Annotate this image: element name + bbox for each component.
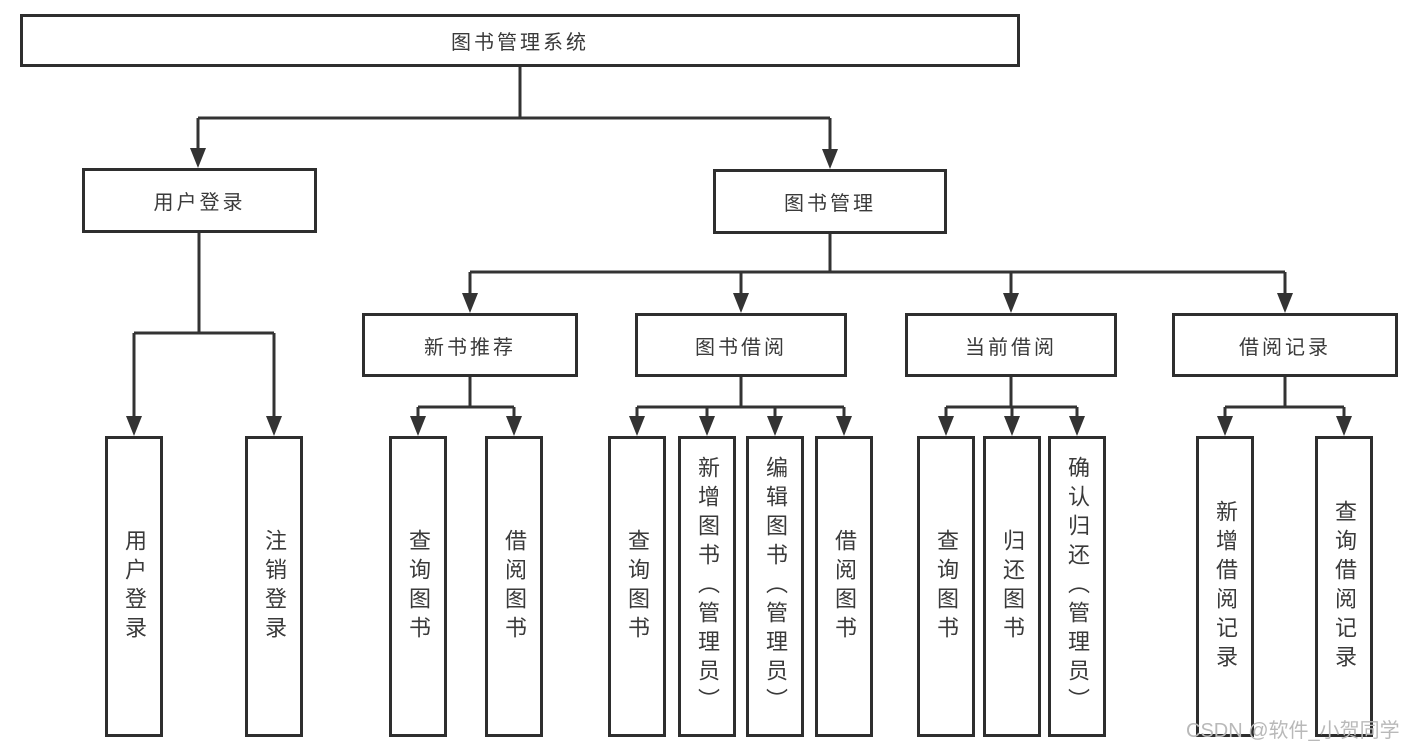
connector-user-login	[132, 233, 276, 418]
arrowhead	[410, 416, 426, 436]
leaf-borrow-books-recommend: 借阅图书	[485, 436, 543, 737]
leaf-logout: 注销登录	[245, 436, 303, 737]
leaf-user-login: 用户登录	[105, 436, 163, 737]
leaf-label: 查询图书	[406, 528, 431, 645]
leaf-label: 查询图书	[625, 528, 650, 645]
leaf-query-books-current: 查询图书	[917, 436, 975, 737]
node-book-management: 图书管理	[713, 169, 947, 234]
connector-current-borrow	[944, 377, 1079, 418]
leaf-query-borrow-record: 查询借阅记录	[1315, 436, 1373, 737]
arrowhead	[1069, 416, 1085, 436]
leaf-label: 查询图书	[934, 528, 959, 645]
leaf-borrow-books: 借阅图书	[815, 436, 873, 737]
leaf-add-borrow-record: 新增借阅记录	[1196, 436, 1254, 737]
leaf-confirm-return-admin: 确认归还（管理员）	[1048, 436, 1106, 737]
arrowhead	[1217, 416, 1233, 436]
csdn-watermark: CSDN @软件_小贺同学	[1186, 720, 1400, 742]
leaf-label: 查询借阅记录	[1332, 499, 1357, 674]
leaf-add-books-admin: 新增图书（管理员）	[678, 436, 736, 737]
connector-book-borrow	[635, 377, 846, 418]
leaf-label: 编辑图书（管理员）	[763, 456, 788, 717]
connector-book-mgmt	[468, 234, 1287, 295]
arrowhead	[1277, 293, 1293, 313]
arrowhead	[822, 149, 838, 169]
node-user-login: 用户登录	[82, 168, 317, 233]
node-system-root: 图书管理系统	[20, 14, 1020, 67]
arrowhead	[629, 416, 645, 436]
arrowhead	[767, 416, 783, 436]
arrowhead	[266, 416, 282, 436]
leaf-label: 新增图书（管理员）	[695, 456, 720, 717]
leaf-query-books-recommend: 查询图书	[389, 436, 447, 737]
arrowhead	[462, 293, 478, 313]
arrowhead	[126, 416, 142, 436]
connector-borrow-record	[1223, 377, 1346, 418]
arrowhead	[836, 416, 852, 436]
connector-new-book	[416, 377, 516, 418]
arrowhead	[1004, 416, 1020, 436]
arrowhead	[938, 416, 954, 436]
connector-root	[196, 67, 832, 151]
leaf-label: 归还图书	[1000, 528, 1025, 645]
leaf-label: 注销登录	[262, 528, 287, 645]
node-new-book-recommend: 新书推荐	[362, 313, 578, 377]
arrowhead	[733, 293, 749, 313]
leaf-label: 确认归还（管理员）	[1065, 456, 1090, 717]
leaf-label: 用户登录	[122, 528, 147, 645]
arrowhead	[699, 416, 715, 436]
arrowhead	[1336, 416, 1352, 436]
leaf-edit-books-admin: 编辑图书（管理员）	[746, 436, 804, 737]
leaf-label: 借阅图书	[832, 528, 857, 645]
arrowhead	[506, 416, 522, 436]
node-current-borrowing: 当前借阅	[905, 313, 1117, 377]
arrowhead	[1003, 293, 1019, 313]
leaf-return-books: 归还图书	[983, 436, 1041, 737]
node-book-borrowing: 图书借阅	[635, 313, 847, 377]
leaf-label: 借阅图书	[502, 528, 527, 645]
node-borrowing-records: 借阅记录	[1172, 313, 1398, 377]
arrowhead	[190, 148, 206, 168]
leaf-label: 新增借阅记录	[1213, 499, 1238, 674]
leaf-query-books-borrow: 查询图书	[608, 436, 666, 737]
